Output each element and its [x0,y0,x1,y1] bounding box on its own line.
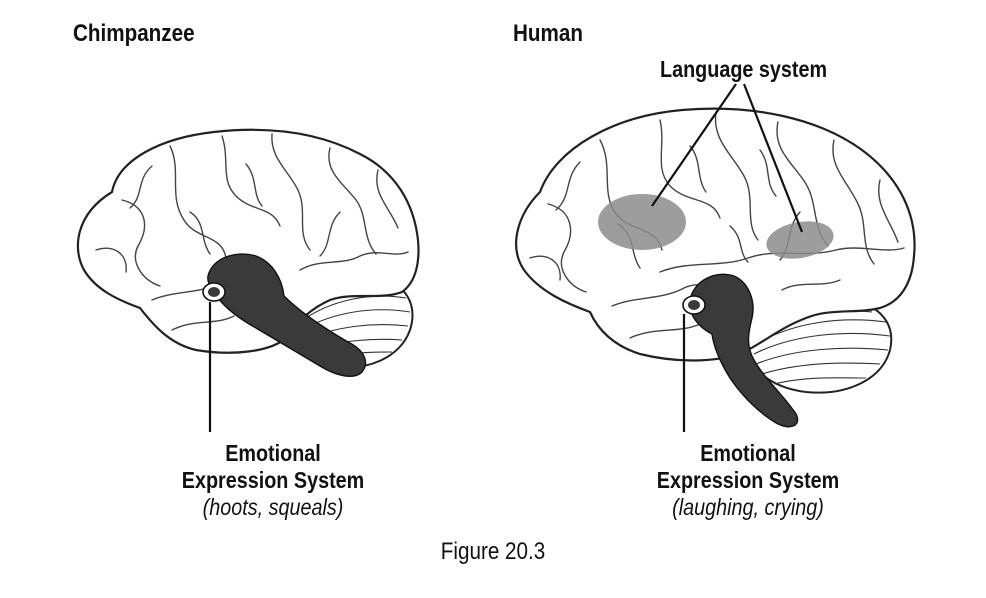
figure-caption: Figure 20.3 [440,538,546,565]
chimp-emotional-region [207,253,367,377]
human-emotion-line1: Emotional [700,440,796,466]
human-emotion-examples: (laughing, crying) [672,494,824,520]
language-system-label: Language system [660,56,828,82]
broca-language-area [598,194,686,250]
human-cerebrum [515,107,916,362]
language-pointer-left [651,83,737,207]
human-emotion-line2: Expression System [656,467,840,493]
human-title: Human [513,20,583,47]
language-pointer-right [742,83,804,233]
chimpanzee-brain [76,128,420,432]
chimp-emotion-examples: (hoots, squeals) [202,494,344,520]
wernicke-language-area [766,221,834,259]
chimp-emotion-line2: Expression System [181,467,365,493]
human-emotional-region [689,273,799,428]
chimp-emotion-line1: Emotional [225,440,321,466]
human-brain [515,83,916,432]
chimpanzee-title: Chimpanzee [73,20,195,47]
human-emotion-label: Emotional Expression System (laughing, c… [636,440,860,521]
chimp-emotion-label: Emotional Expression System (hoots, sque… [161,440,385,521]
